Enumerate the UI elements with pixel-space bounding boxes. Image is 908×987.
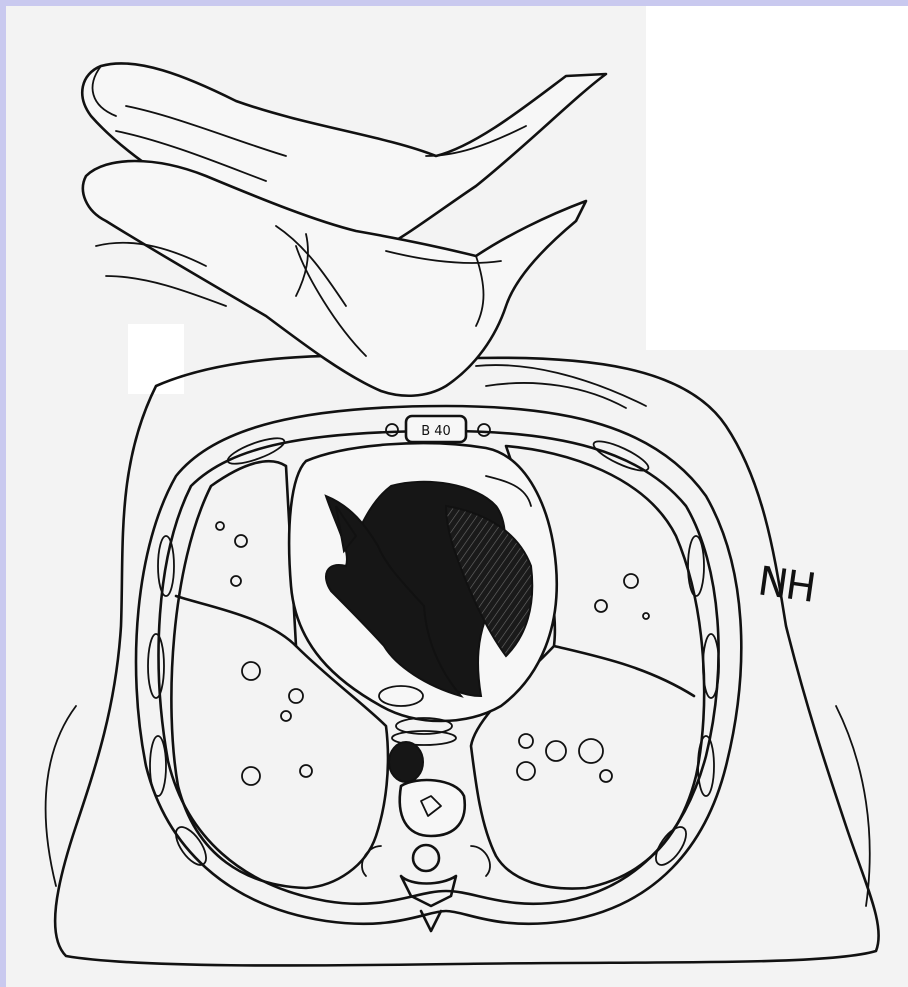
hands-illustration bbox=[82, 63, 606, 395]
vertebra bbox=[362, 780, 490, 931]
sternum-label: B 40 bbox=[421, 424, 451, 439]
artist-signature: NH bbox=[755, 558, 817, 611]
mediastinum-structures bbox=[389, 718, 456, 782]
aorta bbox=[389, 742, 423, 782]
chest-cross-section-diagram: B 40 bbox=[6, 6, 908, 987]
